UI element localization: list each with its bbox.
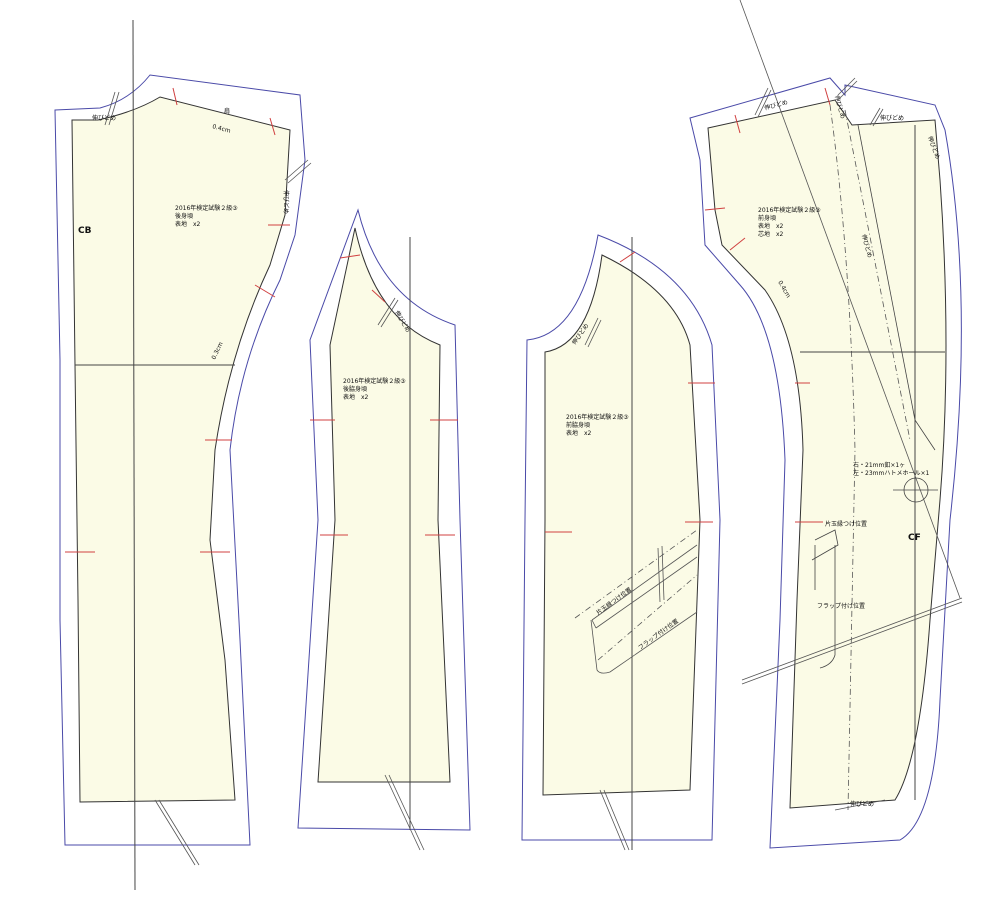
back-ease-label: 0.4cm [211,123,231,135]
back-stay-label: 伸びどめ [92,114,116,122]
front-side-title: 2016年検定試験２級③ [566,413,629,421]
front-welt-label: 片玉縁つけ位置 [825,520,867,528]
notch [619,251,636,263]
front-name: 前身頃 [758,214,776,222]
front-interfacing: 芯地 x2 [758,230,784,238]
notch [269,117,276,136]
front-cf-label: CF [908,533,921,543]
back-side-piece: 伸びどめ 2016年検定試験２級③ 後脇身頃 表地 x2 [297,208,471,851]
notch [172,87,178,106]
front-button-left: 左・23mmハトメホール×1 [853,469,930,477]
front-title: 2016年検定試験２級③ [758,206,821,214]
flap-pocket-mark [811,529,839,669]
front-seam-line [707,99,947,809]
notch [734,114,741,134]
front-side-cut-line [521,234,721,841]
back-fabric: 表地 x2 [175,220,201,228]
notch [254,284,276,298]
back-side-seam-line [317,227,451,783]
stay-tape-marks [377,297,425,851]
back-seam-line [71,96,291,803]
front-side-name: 前脇身頃 [566,421,590,429]
front-fabric: 表地 x2 [758,222,784,230]
front-bodice-piece: CF 2016年検定試験２級③ 前身頃 表地 x2 芯地 x2 右・21mm釦×… [689,0,963,849]
stay-tape-marks [739,0,963,811]
front-cut-line [689,77,962,849]
welt-pocket-mark [574,529,698,674]
back-side-title: 2016年検定試験２級③ [343,377,406,385]
back-shoulder-label: 肩 [224,107,230,115]
front-flap-label: フラップ付け位置 [817,602,865,610]
front-side-piece: 伸びどめ 2016年検定試験２級③ 前脇身頃 表地 x2 片玉縁つけ位置 フラッ… [521,234,721,851]
front-stay-label-6: 伸びどめ [850,800,874,808]
back-cut-line [54,74,306,846]
notch [824,87,831,106]
back-side-name: 後脇身頃 [343,385,367,393]
notch [729,237,746,251]
notch [371,289,386,303]
stay-tape-marks [104,91,312,866]
front-side-fabric: 表地 x2 [566,429,592,437]
back-stay-label-2: 伸びどめ [282,190,290,214]
back-side-fabric: 表地 x2 [343,393,369,401]
front-stay-label-3: 伸びどめ [880,114,904,122]
back-bodice-piece: CB 肩 0.4cm 0.3cm 伸びどめ 伸びどめ 2016年検定試験２級③ … [54,19,312,891]
front-button-right: 右・21mm釦×1ヶ [853,461,905,469]
stay-tape-marks [584,317,630,851]
notch [704,207,726,211]
notch [339,254,361,259]
front-facing-line [829,104,856,811]
back-cb-label: CB [78,226,92,236]
back-title: 2016年検定試験２級③ [175,204,238,212]
front-lapel-line [844,109,911,441]
front-stay-label-1: 伸びどめ [763,98,788,112]
back-side-cut-line [297,208,471,831]
back-name: 後身頃 [175,212,193,220]
back-grain-line [132,19,136,891]
front-side-seam-line [542,254,701,796]
